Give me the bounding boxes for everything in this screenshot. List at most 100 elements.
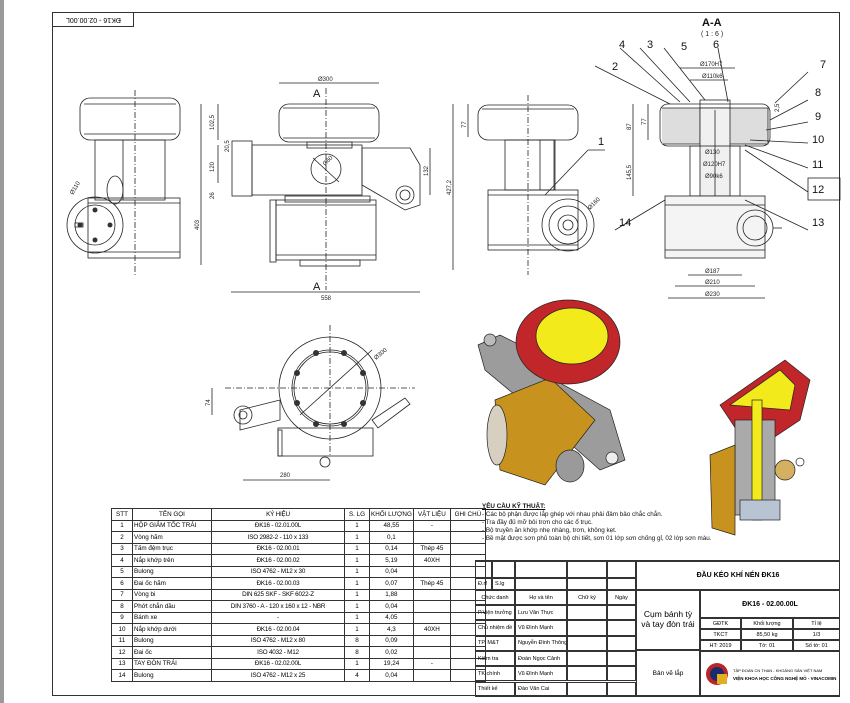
bom-material	[412, 634, 451, 647]
bom-mass: 0,09	[369, 634, 414, 647]
sig-header-name: Họ và tên	[515, 590, 567, 605]
dim-aa-77: 77	[642, 118, 648, 125]
bom-note	[449, 519, 486, 532]
bom-note	[449, 531, 486, 544]
bom-name: Vòng hãm	[132, 531, 212, 544]
bom-qty: 1	[344, 519, 370, 532]
balloon-4: 4	[619, 39, 625, 51]
meta-scale: 1/3	[793, 629, 840, 640]
bom-name: Bánh xe	[132, 611, 212, 624]
bom-material: Thép 45	[412, 542, 451, 555]
side-view	[452, 95, 605, 275]
bom-mass: 1,88	[369, 588, 414, 601]
bom-header-name: TÊN GỌI	[132, 508, 212, 521]
balloon-5: 5	[681, 41, 687, 53]
bom-stt: 3	[111, 542, 133, 555]
bom-name: Đai ốc	[132, 646, 212, 659]
balloon-8: 8	[815, 87, 821, 99]
balloon-10: 10	[812, 134, 824, 146]
dim-top-d300: Ø300	[373, 347, 389, 361]
isometric-section-view	[709, 359, 811, 536]
sig-date	[607, 620, 636, 636]
sig-signature	[567, 635, 607, 651]
requirement-item: - Các bộ phận được lắp ghép với nhau phả…	[482, 511, 663, 518]
dim-aa-d130: Ø130	[705, 150, 720, 156]
bom-code: ISO 4762 - M12 x 80	[211, 634, 345, 647]
bom-code: ĐK16 - 02.00.04	[211, 623, 345, 636]
bom-qty: 1	[344, 588, 370, 601]
dim-aa-d187: Ø187	[705, 269, 720, 275]
bom-code: ISO 4762 - M12 x 30	[211, 565, 345, 578]
dim-front-558: 558	[321, 296, 332, 302]
balloon-14: 14	[619, 217, 631, 229]
meta-mass: 85,50 kg	[741, 629, 793, 640]
dim-front-26: 26	[210, 192, 216, 199]
sig-date	[607, 681, 636, 697]
bom-material: -	[412, 657, 451, 670]
section-mark-a-top: A	[313, 88, 321, 100]
meta-header-stage: GĐTK	[700, 618, 741, 629]
bom-name: TAY ĐÒN TRÁI	[132, 657, 212, 670]
bom-code: ISO 2982-2 - 110 x 133	[211, 531, 345, 544]
rev-label-slg: S.lg	[492, 578, 515, 590]
bom-name: Nắp khớp trên	[132, 554, 212, 567]
balloon-1: 1	[598, 136, 604, 148]
dim-top-280: 280	[280, 473, 291, 479]
requirement-item: - Tra đầy đủ mỡ bôi trơn cho các ổ trục.	[482, 519, 593, 526]
sig-date	[607, 635, 636, 651]
dim-front-132: 132	[424, 165, 430, 176]
part-name: Cụm bánh tỳ và tay đòn trái	[636, 590, 700, 650]
bom-stt: 14	[111, 669, 133, 682]
bom-name: Bulong	[132, 565, 212, 578]
bom-stt: 5	[111, 565, 133, 578]
dim-front-1025: 102,5	[210, 114, 216, 130]
rev-cell	[515, 561, 567, 578]
organization-block: TẬP ĐOÀN CN THAN - KHOÁNG SẢN VIỆT NAM V…	[700, 651, 840, 697]
bom-note	[449, 623, 486, 636]
bom-name: Nắp khớp dưới	[132, 623, 212, 636]
bom-mass: 0,04	[369, 669, 414, 682]
bom-code: ĐK16 - 02.00.02	[211, 554, 345, 567]
section-mark-a-bottom: A	[313, 281, 321, 293]
balloon-7: 7	[820, 59, 826, 71]
title-block: Đ.rf S.lg Chức danh Họ và tên Chữ ký Ngà…	[475, 560, 840, 697]
bom-mass: 0,04	[369, 600, 414, 613]
bom-mass: 0,14	[369, 542, 414, 555]
dim-front-d300: Ø300	[318, 77, 333, 83]
bom-material	[412, 565, 451, 578]
sig-name: Đào Văn Cai	[515, 681, 567, 697]
section-title: A-A	[702, 17, 722, 29]
bom-stt: 6	[111, 577, 133, 590]
bom-name: Phớt chắn dầu	[132, 600, 212, 613]
bom-mass: 19,24	[369, 657, 414, 670]
bom-stt: 1	[111, 519, 133, 532]
sig-name: Vũ Đình Mạnh	[515, 666, 567, 682]
bom-header-mass: KHỐI LƯỢNG	[369, 508, 414, 521]
dim-side-d160: Ø160	[587, 196, 602, 211]
institute-logo-icon	[706, 663, 728, 685]
section-aa-view	[594, 47, 841, 299]
sig-header-signature: Chữ ký	[567, 590, 607, 605]
bom-stt: 11	[111, 634, 133, 647]
dim-side-77: 77	[462, 121, 468, 128]
bom-code: DIN 625 SKF - SKF 6022-Z	[211, 588, 345, 601]
bom-mass: 0,1	[369, 531, 414, 544]
sig-role: TP. M&T	[475, 635, 515, 651]
sig-name: Đoàn Ngọc Cảnh	[515, 650, 567, 667]
sig-role: Thiết kế	[475, 681, 515, 697]
rev-label-df: Đ.rf	[475, 578, 492, 590]
bom-mass: 4,05	[369, 611, 414, 624]
section-scale: ( 1 : 6 )	[701, 31, 723, 38]
bom-mass: 0,07	[369, 577, 414, 590]
bom-mass: 48,55	[369, 519, 414, 532]
bom-stt: 13	[111, 657, 133, 670]
dim-aa-d170h7: Ø170H7	[700, 62, 723, 68]
bom-material: 40XH	[412, 554, 451, 567]
balloon-11: 11	[812, 159, 823, 171]
